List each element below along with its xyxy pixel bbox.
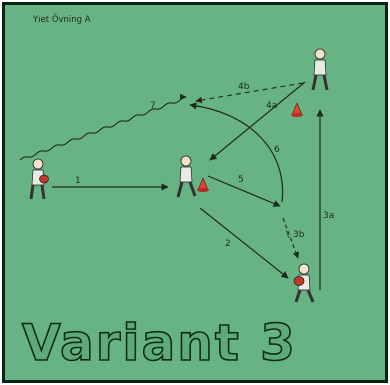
label-7: 7 [150,101,156,111]
cone-top-right [291,102,303,117]
label-3b-tick: \ [286,230,290,240]
label-2: 2 [225,239,231,249]
label-4b: 4b [238,82,250,92]
ball-icon [39,174,49,184]
label-5: 5 [238,175,244,185]
arrow-7 [19,93,187,161]
label-1: 1 [75,176,81,186]
arrow-3b [282,217,300,259]
cone-center [197,177,209,192]
player-left [29,158,49,200]
player-bottom-right [293,263,315,303]
diagram-title: Yıet Övning A [32,14,91,25]
arrow-4a [209,81,306,161]
player-top-right [311,48,329,91]
arrow-6 [189,102,284,203]
arrow-4b [195,82,304,104]
label-6: 6 [274,145,280,155]
label-4a: 4a [266,101,277,111]
arrow-5 [207,175,281,207]
variant-caption: Variant 3 [22,314,297,372]
label-3a: 3a [323,211,334,221]
ball-icon [293,276,305,286]
label-3b: 3b [293,230,305,240]
player-center [176,155,197,198]
arrow-2 [199,207,289,279]
